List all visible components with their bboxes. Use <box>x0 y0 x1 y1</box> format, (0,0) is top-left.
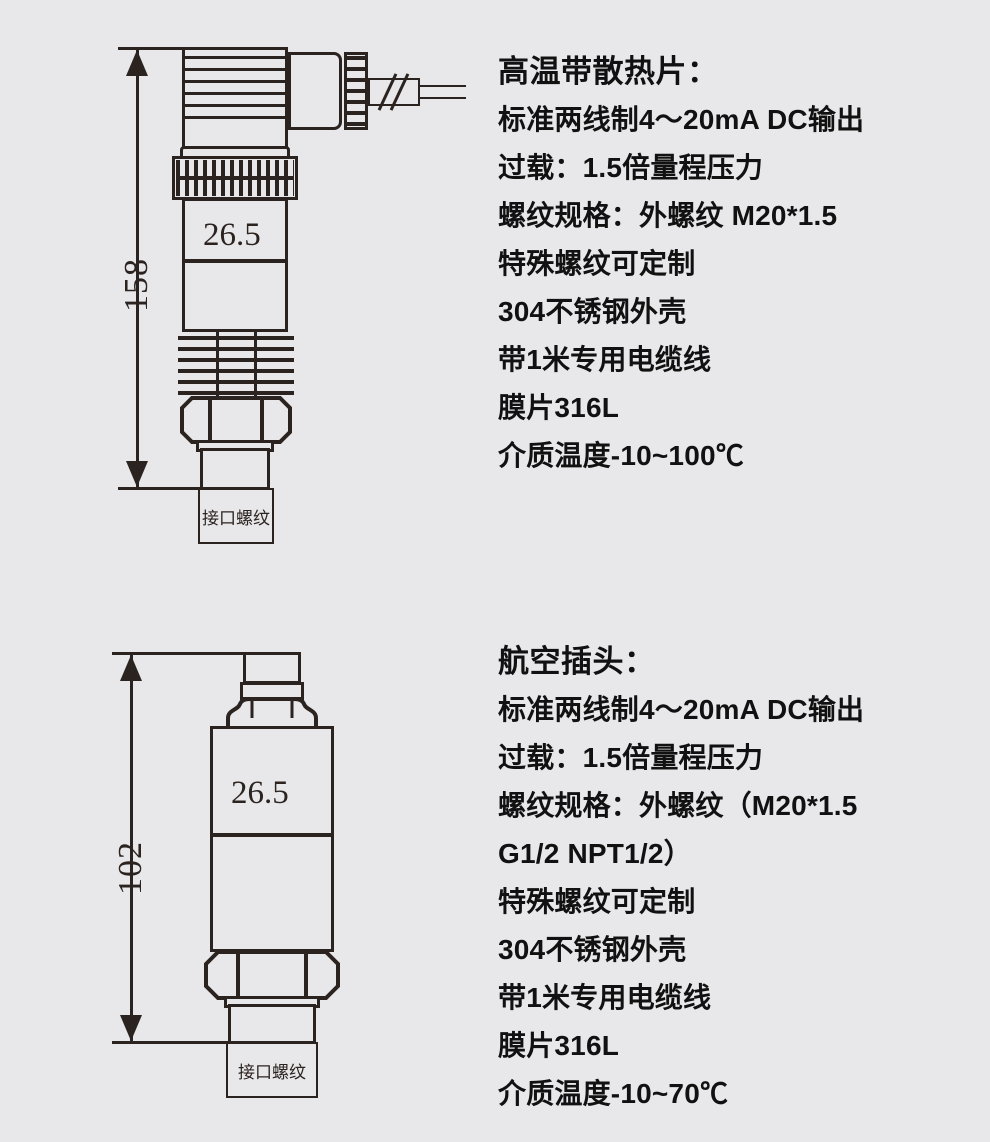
spec-line-media-temp-2: 介质温度-10~70℃ <box>498 1078 729 1109</box>
dimension-arrow-shaft <box>136 50 139 487</box>
spec-line-cable-2: 带1米专用电缆线 <box>498 982 712 1013</box>
spec-line-overload: 过载：1.5倍量程压力 <box>498 152 764 183</box>
spec-line-output: 标准两线制4～20mA DC输出 <box>498 104 865 135</box>
spec-line-custom-thread-2: 特殊螺纹可定制 <box>498 886 696 917</box>
aviation-plug-base <box>226 696 318 730</box>
dimension-arrowhead-bottom-2 <box>120 1015 142 1041</box>
spec-title-aviation-plug: 航空插头： <box>498 644 656 679</box>
spec-line-output-2: 标准两线制4～20mA DC输出 <box>498 694 865 725</box>
interface-thread-caption-2: 接口螺纹 <box>238 1063 306 1082</box>
spec-title-high-temp: 高温带散热片： <box>498 54 719 89</box>
side-junction-box <box>288 52 342 130</box>
sensor-body-upper <box>182 198 288 262</box>
cable-wire-upper <box>418 85 466 87</box>
spec-line-housing: 304不锈钢外壳 <box>498 296 687 327</box>
spec-line-overload-2: 过载：1.5倍量程压力 <box>498 742 764 773</box>
interface-thread-caption-box <box>198 488 274 544</box>
hex-nut <box>176 396 296 444</box>
spec-line-diaphragm-2: 膜片316L <box>498 1030 620 1061</box>
spec-line-thread-spec-cont: G1/2 NPT1/2） <box>498 838 692 869</box>
external-thread-hatch <box>178 336 294 398</box>
dimension-extension-line-bottom <box>118 487 240 490</box>
sensor-body-upper-2 <box>210 726 334 836</box>
thread-tick-right <box>254 332 257 402</box>
dimension-extension-line-top-2 <box>112 652 264 655</box>
aviation-plug-cap <box>243 652 301 684</box>
body-diameter-label: 26.5 <box>203 217 261 253</box>
hex-nut-2 <box>200 950 344 1000</box>
spec-line-custom-thread: 特殊螺纹可定制 <box>498 248 696 279</box>
cable-wire-lower <box>418 97 466 99</box>
interface-thread-caption-box-2 <box>226 1042 318 1098</box>
cable-gland-knurl <box>347 56 365 126</box>
spec-line-housing-2: 304不锈钢外壳 <box>498 934 687 965</box>
heatsink-fins <box>185 56 285 119</box>
spec-line-diaphragm: 膜片316L <box>498 392 620 423</box>
spec-block-aviation-plug: 航空插头： 标准两线制4～20mA DC输出 过载：1.5倍量程压力 螺纹规格：… <box>498 638 864 1118</box>
sensor-body-lower-2 <box>210 834 334 952</box>
dimension-label-height-2: 102 <box>112 841 149 895</box>
sensor-body-lower <box>182 260 288 332</box>
body-diameter-label-2: 26.5 <box>231 775 289 811</box>
thread-tick-left <box>216 332 219 402</box>
spec-block-high-temp: 高温带散热片： 标准两线制4～20mA DC输出 过载：1.5倍量程压力 螺纹规… <box>498 48 864 480</box>
spec-line-media-temp: 介质温度-10~100℃ <box>498 440 744 471</box>
interface-thread-caption: 接口螺纹 <box>202 509 270 528</box>
spec-line-thread-spec-2: 螺纹规格：外螺纹（M20*1.5 <box>498 790 858 821</box>
process-connection-thread-2 <box>228 1004 316 1044</box>
dimension-arrowhead-top <box>126 50 148 76</box>
process-connection-thread <box>200 448 270 490</box>
dimension-label-height: 158 <box>118 258 155 312</box>
dimension-extension-line-bottom-2 <box>112 1041 242 1044</box>
spec-line-thread-spec: 螺纹规格：外螺纹 M20*1.5 <box>498 200 838 231</box>
heatsink-right-edge <box>285 47 288 157</box>
knurled-ring-midline <box>176 176 294 180</box>
dimension-arrow-shaft-2 <box>130 655 133 1041</box>
dimension-arrowhead-bottom <box>126 461 148 487</box>
spec-line-cable: 带1米专用电缆线 <box>498 344 712 375</box>
dimension-arrowhead-top-2 <box>120 655 142 681</box>
